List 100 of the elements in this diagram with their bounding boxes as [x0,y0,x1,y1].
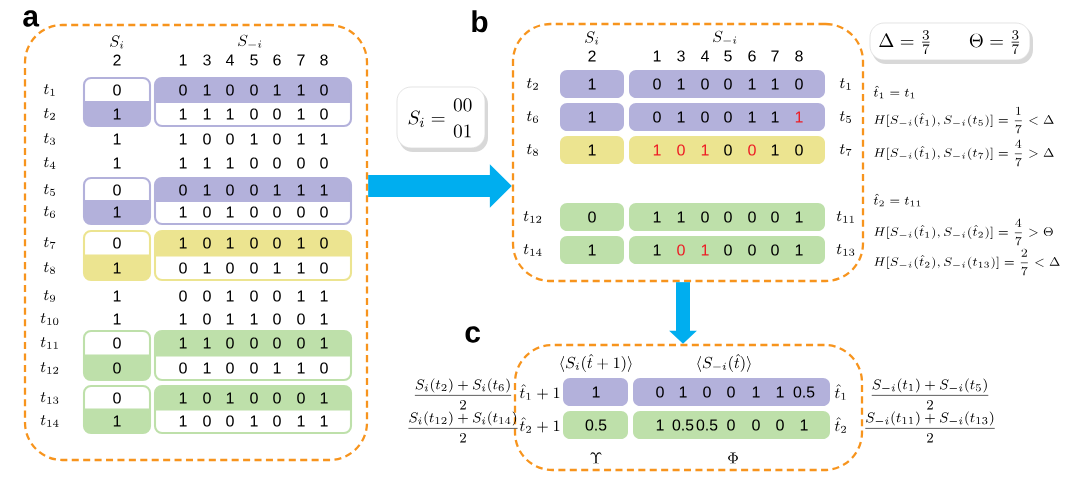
row-label: $t_{10}$ [40,313,59,325]
column-number: 8 [795,50,803,62]
column-number: 6 [748,50,756,62]
column-header: $S_{i}$ [585,31,599,45]
row-label: $t_{8}$ [43,262,56,274]
column-number: 1 [179,54,187,66]
column-header: $\langle S_{-i}(\hat{t})\rangle$ [697,354,751,372]
cell-value: 1 [320,290,328,302]
cell-value: 1 [113,133,121,145]
row-label: $t_{9}$ [43,290,56,302]
row-label: $t_{5}$ [839,111,851,123]
column-header: $S_{-i}$ [713,30,737,44]
row-label: $t_{5}$ [43,184,55,196]
row-label: $t_{6}$ [43,206,56,218]
row-label: $t_{14}$ [40,415,59,427]
table-cell: 1 0 1 0 0 1 0 [629,136,825,164]
cell-value: 0 [250,290,258,302]
column-header: $S_{-i}$ [238,34,262,48]
cell-value: 1 [179,157,187,169]
highlight-box: 0 0 [82,329,152,382]
cell-value: 0 [273,313,281,325]
row-label: $t_{1}$ [43,84,55,96]
highlight-box: 1 1 0 0 0 0 1 0 1 0 0 1 1 0 [153,329,353,382]
cell-value: 0 [226,133,234,145]
cell-value: 0 [273,290,281,302]
row-label: $t_{2}$ [526,78,538,90]
table-cell: 1 [560,70,624,98]
cell-value: 0 [297,313,305,325]
column-number: 4 [700,50,709,62]
formula: $H[S_{-i}(\hat{t}_{1}),S_{-i}(\hat{t}_{2})] = \frac{4}{7} > \Theta$ [874,218,1053,246]
column-number: 5 [724,50,732,62]
row-label: $t_{13}$ [40,392,59,404]
cell-value: 0 [203,290,211,302]
cell-value: 0 [250,157,258,169]
highlight-box: 1 0 1 0 0 0 1 1 0 0 1 0 1 1 [153,384,353,435]
column-number: 2 [113,54,121,66]
column-header: $\Phi$ [728,452,738,464]
highlight-box: 0 1 [82,176,152,226]
panel-letter: c [465,326,481,343]
formula: $\frac{S_{i}(t_{12})+S_{i}(t_{14})}{2}$ [408,411,518,443]
row-label: $t_{12}$ [40,362,59,374]
table-cell: 1 [560,236,624,264]
table-cell: 1 0 1 0 0 0 1 [629,236,825,264]
formula: $\frac{S_{-i}(t_{11})+S_{-i}(t_{13})}{2}$ [865,411,995,443]
column-header: $\langle S_{i}(\hat{t}+1)\rangle$ [560,354,632,372]
cell-value: 1 [179,313,187,325]
cell-value: 0 [273,157,281,169]
cell-value: 1 [203,157,211,169]
row-label: $t_{11}$ [836,211,854,223]
cell-value: 1 [113,313,121,325]
column-number: 3 [677,50,685,62]
row-label: $t_{6}$ [526,111,539,123]
formula: $H[S_{-i}(\hat{t}_{1}),S_{-i}(t_{7})] = \frac{4}{7} > \Delta$ [874,139,1054,167]
row-label: $t_{14}$ [523,244,542,256]
cell-value: 0 [273,133,281,145]
table-cell: 0 1 0 0 1 1 0.5 [633,378,830,406]
column-header: $\Upsilon$ [590,452,602,464]
cell-value: 1 [179,133,187,145]
cell-value: 1 [250,313,258,325]
cell-value: 0 [203,313,211,325]
row-label: $t_{13}$ [836,244,855,256]
row-label: $t_{2}$ [43,108,55,120]
column-number: 2 [588,50,596,62]
row-label: $t_{4}$ [43,157,56,169]
highlight-box: 0 1 [82,384,152,435]
row-label: $\hat{t}_{2}$ [834,417,846,433]
table-cell: 0 [560,203,624,231]
cell-value: 1 [226,313,234,325]
row-label: $t_{7}$ [43,237,56,249]
cell-value: 0 [203,133,211,145]
row-label: $\hat{t}_{2}+1$ [519,417,560,433]
highlight-box: 0 1 0 0 1 1 1 1 0 1 0 0 0 0 [153,176,353,226]
row-label: $t_{11}$ [40,337,58,349]
table-cell: 1 0.5 0.5 0 0 0 1 [633,411,830,439]
formula: $\frac{S_{-i}(t_{1})+S_{-i}(t_{5})}{2}$ [871,378,989,410]
panel-letter: a [23,10,40,27]
formula-box: $S_{i} = \genfrac{}{}{0pt}{0}{00}{01}$ [396,86,488,152]
table-cell: 0 1 0 0 1 1 1 [629,103,825,131]
cell-value: 1 [297,133,305,145]
cell-value: 1 [250,133,258,145]
cell-value: 0 [179,290,187,302]
highlight-box: 0 1 [82,76,152,128]
table-cell: 1 [560,136,624,164]
row-label: $\hat{t}_{1}+1$ [519,384,560,400]
highlight-box: 1 0 1 0 0 1 0 0 1 0 0 1 1 0 [153,229,353,282]
row-label: $t_{12}$ [523,211,542,223]
highlight-box: 0 1 [82,229,152,282]
cell-value: 1 [320,133,328,145]
formula-box: $\Delta = \frac{3}{7}$ $\Theta = \frac{3}{7}$ [869,22,1033,64]
row-label: $\hat{t}_{1}$ [834,384,846,400]
column-number: 7 [771,50,779,62]
row-label: $t_{3}$ [43,133,56,145]
row-label: $t_{1}$ [839,78,851,90]
cell-value: 0 [297,157,305,169]
cell-value: 1 [113,157,121,169]
cell-value: 1 [226,290,234,302]
formula: $\frac{S_{i}(t_{2})+S_{i}(t_{6})}{2}$ [414,378,512,410]
formula: $\hat{t}_{1} = t_{1}$ [873,85,915,99]
row-label: $t_{7}$ [839,144,852,156]
table-cell: 0.5 [563,411,628,439]
